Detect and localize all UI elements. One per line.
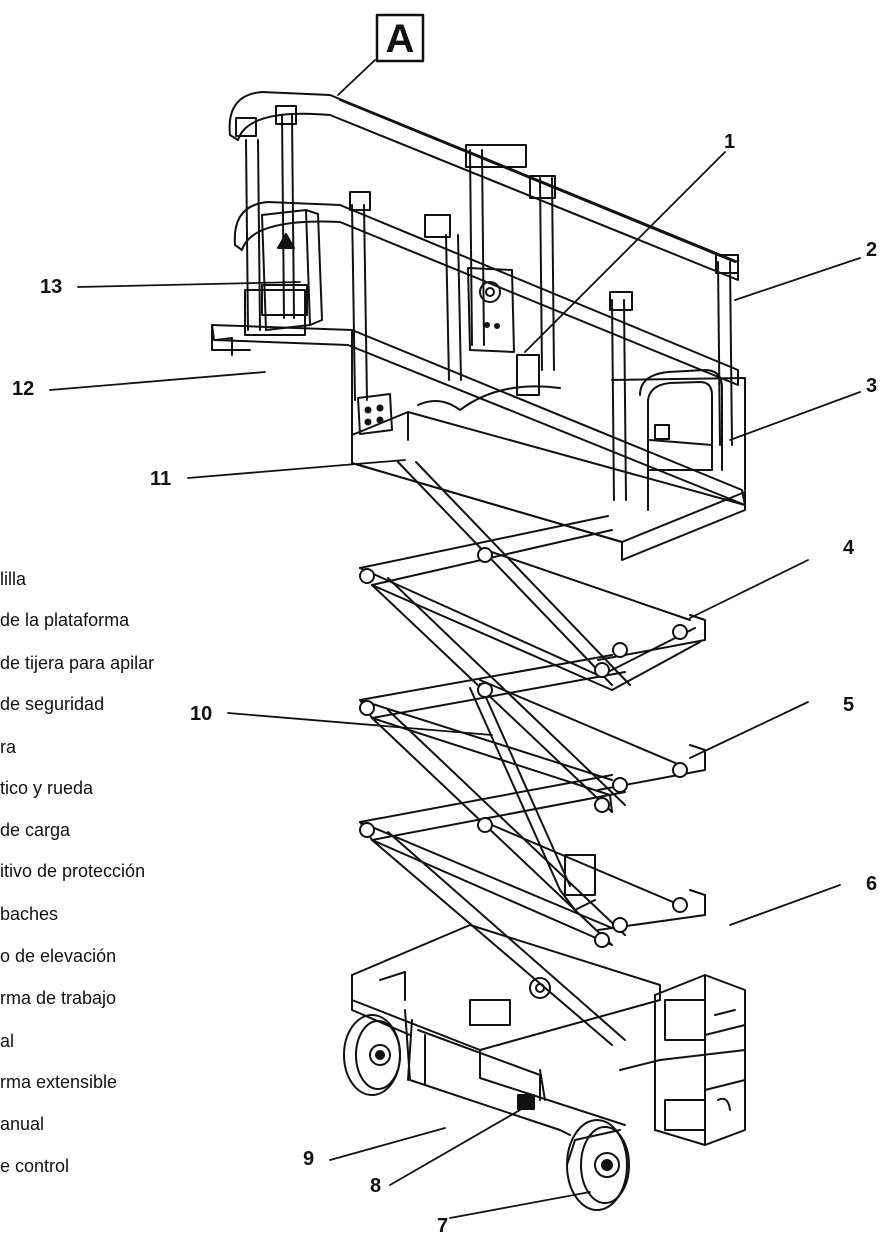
pothole-guard	[407, 1019, 546, 1101]
wheel-rear-right	[717, 1097, 731, 1111]
wheel-front-left	[343, 1014, 401, 1096]
callout-labels: 1 2 3 4 5 6 7 8 9 10 11 12 13	[12, 131, 877, 1237]
legend-item: al	[0, 1031, 15, 1051]
power-outlet-plate	[467, 267, 540, 396]
section-box-label: A	[386, 17, 415, 61]
legend-item: baches	[0, 904, 59, 924]
section-box	[375, 13, 425, 63]
platform-deck	[211, 324, 746, 561]
callout-5: 5	[843, 694, 854, 716]
legend-item: tico y rueda	[0, 778, 94, 798]
legend-item: o de elevación	[0, 946, 117, 966]
legend-item: de tijera para apilar	[0, 653, 155, 673]
legend-item: e control	[0, 1156, 70, 1176]
callout-10: 10	[190, 703, 212, 725]
legend-item: ra	[0, 737, 17, 757]
callout-1: 1	[724, 131, 735, 153]
callout-9: 9	[303, 1148, 314, 1170]
wheel-rear	[566, 1119, 630, 1211]
callout-4: 4	[843, 537, 855, 559]
control-box	[261, 209, 323, 331]
guardrail-brackets	[235, 105, 739, 311]
callout-6: 6	[866, 873, 877, 895]
callout-7: 7	[437, 1215, 448, 1237]
access-ladder	[654, 974, 746, 1146]
callout-2: 2	[866, 239, 877, 261]
callout-8: 8	[370, 1175, 381, 1197]
scissor-arms	[359, 461, 706, 1046]
legend-item: de la plataforma	[0, 610, 130, 630]
legend-item: itivo de protección	[0, 861, 146, 881]
guardrail-posts	[245, 114, 733, 501]
guardrail-mid	[233, 201, 739, 386]
callout-12: 12	[12, 378, 34, 400]
legend-item: de carga	[0, 820, 71, 840]
leader-lines	[49, 59, 861, 1219]
callout-3: 3	[866, 375, 877, 397]
legend-item: de seguridad	[0, 694, 105, 714]
legend-item: rma de trabajo	[0, 988, 117, 1008]
legend-item: anual	[0, 1114, 45, 1134]
entry-gate	[611, 369, 746, 511]
scissor-pins	[359, 547, 688, 948]
legend-item: lilla	[0, 569, 27, 589]
callout-13: 13	[40, 276, 62, 298]
legend-item: rma extensible	[0, 1072, 118, 1092]
callout-11: 11	[150, 468, 171, 490]
extension-deck	[211, 289, 306, 356]
